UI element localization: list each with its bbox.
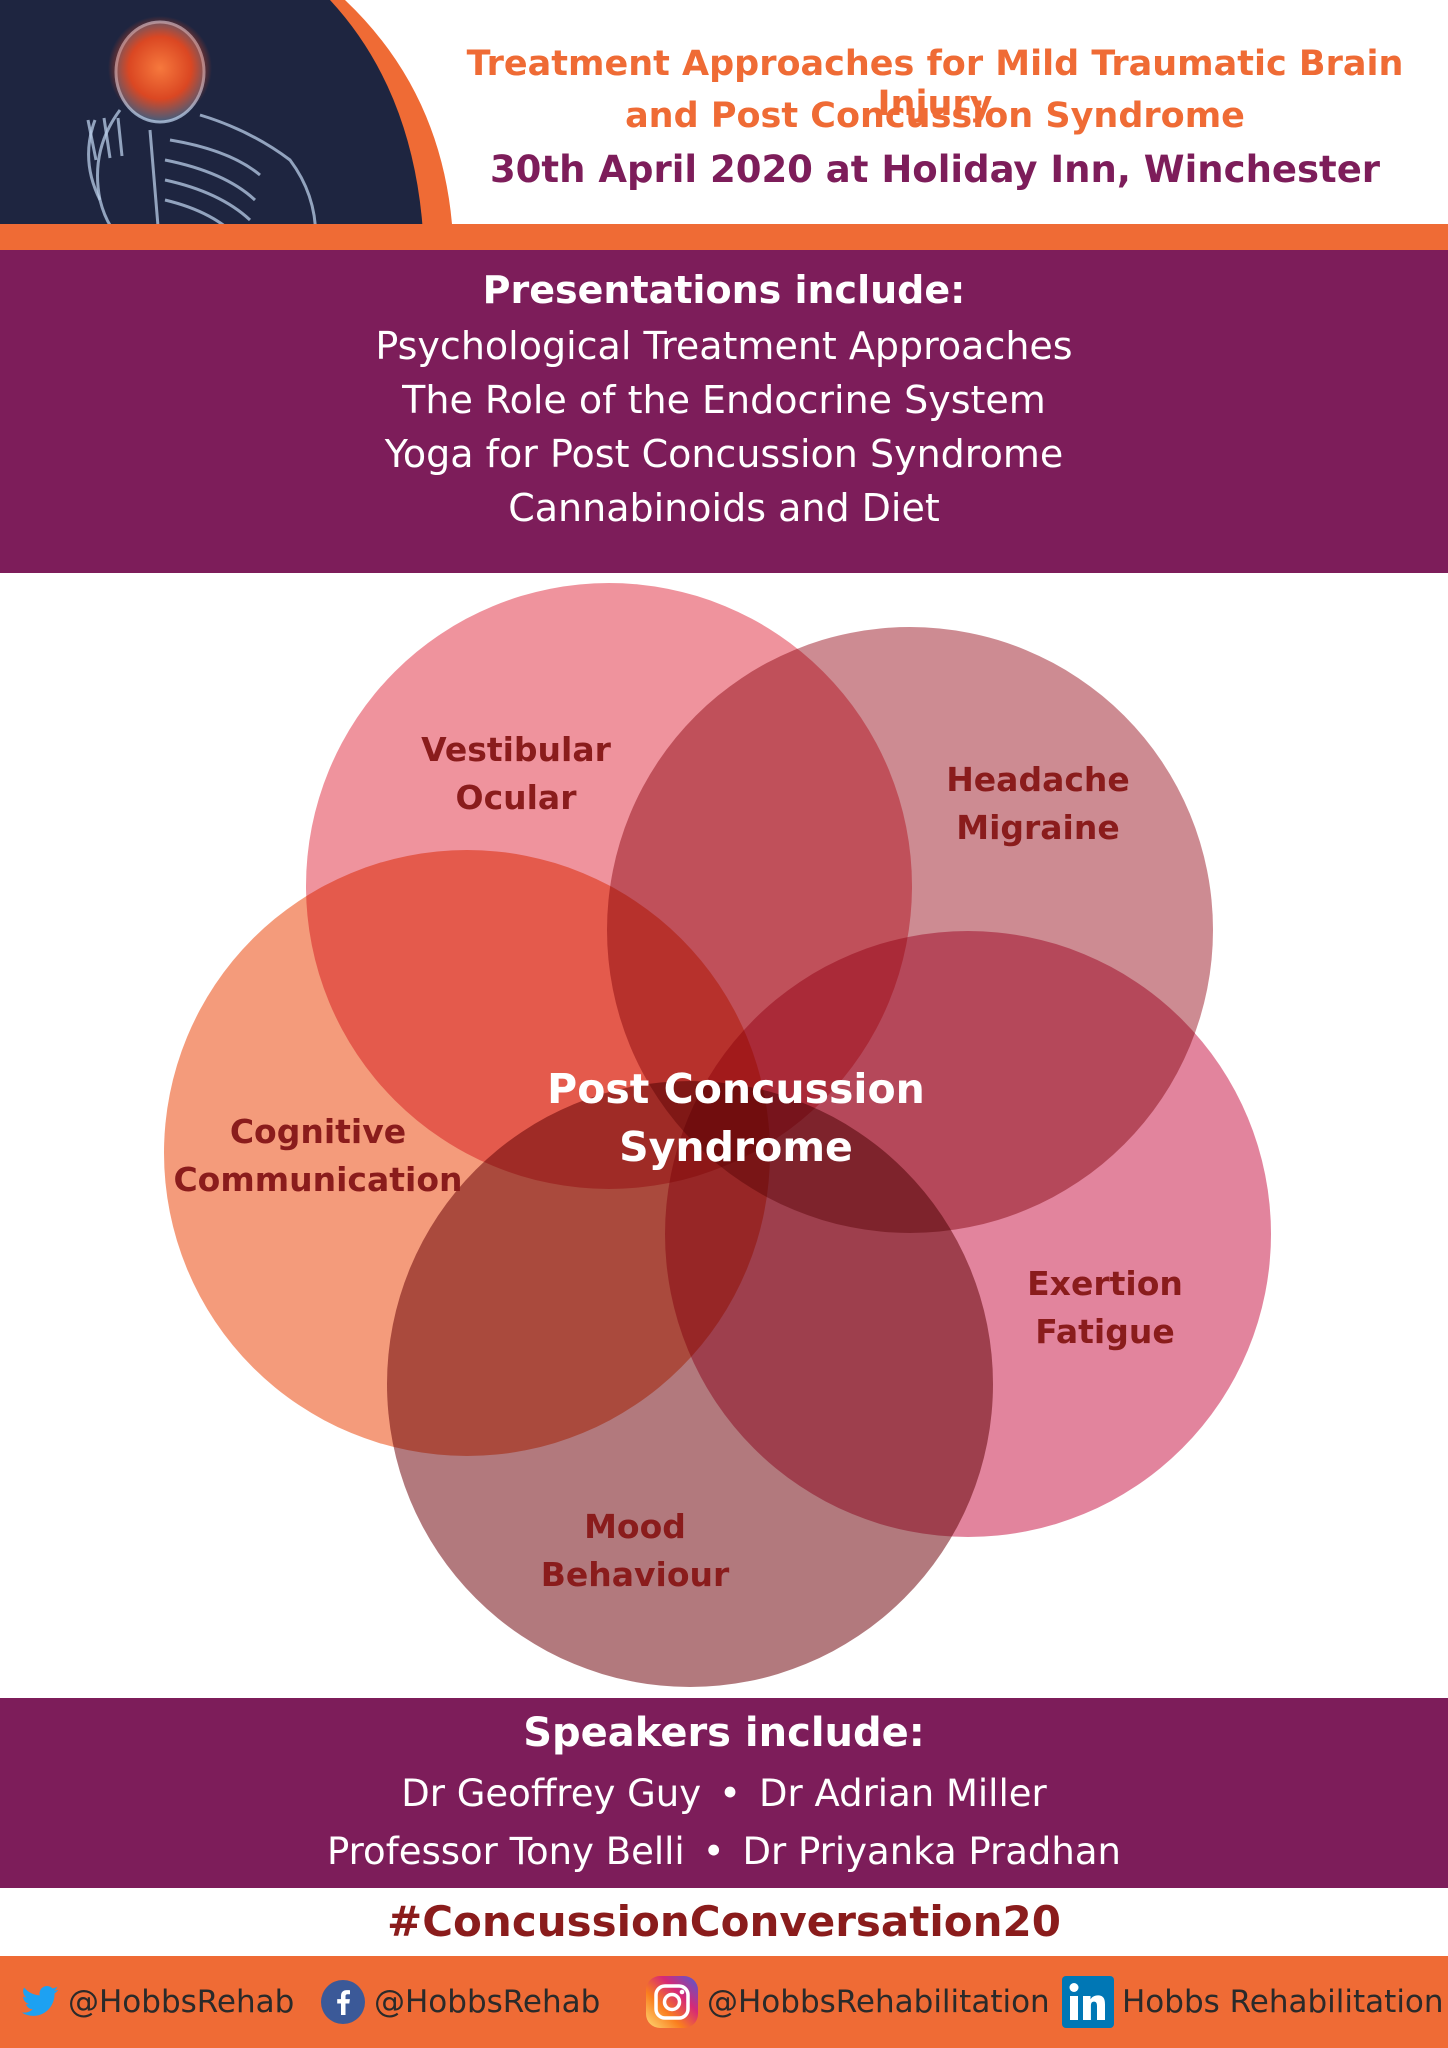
page-title-line-1: Treatment Approaches for Mild Traumatic …	[466, 44, 1404, 124]
instagram-handle: @HobbsRehabilitation	[707, 1984, 1050, 2020]
presentation-item: Yoga for Post Concussion Syndrome	[384, 432, 1064, 476]
label-exertion: Exertion	[1027, 1264, 1183, 1303]
label-vestibular: Vestibular	[421, 730, 612, 769]
speaker-separator: •	[702, 1830, 725, 1873]
presentations-section: Presentations include: Psychological Tre…	[0, 250, 1448, 573]
hashtag[interactable]: #ConcussionConversation20	[387, 1897, 1061, 1946]
linkedin-handle: Hobbs Rehabilitation	[1122, 1984, 1444, 2020]
center-label-line-1: Post Concussion	[547, 1065, 925, 1113]
linkedin-icon	[1062, 1976, 1114, 2028]
presentation-item: Psychological Treatment Approaches	[375, 324, 1073, 368]
label-ocular: Ocular	[456, 778, 578, 817]
social-footer: @HobbsRehab @HobbsRehab @HobbsRehabilita…	[0, 1956, 1448, 2048]
presentation-item: Cannabinoids and Diet	[508, 486, 940, 530]
symptom-venn-diagram: Vestibular Ocular Headache Migraine Cogn…	[164, 583, 1271, 1687]
page-title-line-2: and Post Concussion Syndrome	[625, 96, 1245, 136]
center-label-line-2: Syndrome	[619, 1123, 853, 1171]
linkedin-link[interactable]: Hobbs Rehabilitation	[1062, 1976, 1444, 2028]
header-divider-bar	[0, 224, 1448, 250]
speaker-name: Dr Geoffrey Guy	[401, 1772, 702, 1815]
label-migraine: Migraine	[956, 808, 1120, 847]
speaker-name: Dr Priyanka Pradhan	[742, 1830, 1121, 1873]
skeleton-headache-xray-icon	[0, 0, 452, 250]
facebook-icon	[321, 1980, 365, 2024]
speaker-line-2: Professor Tony Belli • Dr Priyanka Pradhan	[0, 1830, 1448, 1873]
facebook-link[interactable]: @HobbsRehab	[320, 1976, 600, 2028]
twitter-handle: @HobbsRehab	[68, 1984, 295, 2020]
speakers-heading: Speakers include:	[523, 1710, 925, 1756]
facebook-handle: @HobbsRehab	[374, 1984, 601, 2020]
twitter-link[interactable]: @HobbsRehab	[20, 1976, 294, 2028]
circle-mood-behaviour	[387, 1081, 993, 1687]
label-behaviour: Behaviour	[541, 1555, 730, 1594]
speakers-section: Speakers include: Dr Geoffrey Guy•Dr Adr…	[0, 1698, 1448, 1888]
presentation-item: The Role of the Endocrine System	[402, 378, 1046, 422]
instagram-link[interactable]: @HobbsRehabilitation	[645, 1976, 1050, 2028]
event-date-venue: 30th April 2020 at Holiday Inn, Winchest…	[489, 148, 1381, 191]
label-fatigue: Fatigue	[1035, 1312, 1174, 1351]
speaker-name: Dr Adrian Miller	[758, 1772, 1047, 1815]
speaker-separator: •	[719, 1772, 741, 1815]
twitter-icon	[21, 1986, 59, 2016]
speaker-name: Professor Tony Belli	[327, 1830, 685, 1873]
instagram-icon	[646, 1976, 698, 2028]
label-mood: Mood	[584, 1507, 686, 1546]
speaker-line-1: Dr Geoffrey Guy • Dr Adrian Miller	[0, 1772, 1448, 1815]
header: Treatment Approaches for Mild Traumatic …	[0, 0, 1448, 250]
label-cognitive: Cognitive	[230, 1112, 406, 1151]
label-headache: Headache	[946, 760, 1130, 799]
presentations-heading: Presentations include:	[482, 268, 966, 312]
label-communication: Communication	[173, 1160, 462, 1199]
